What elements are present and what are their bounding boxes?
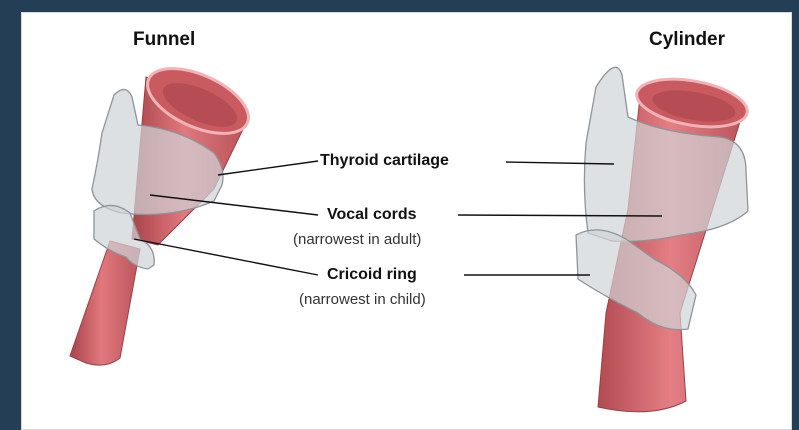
diagram-panel: Funnel Cylinder Thyroid cartilage Vocal … (21, 12, 792, 430)
leader-vocal-right (458, 215, 662, 216)
funnel-larynx (70, 55, 258, 365)
label-vocal-cords: Vocal cords (327, 206, 417, 224)
note-vocal-cords: (narrowest in adult) (293, 231, 421, 248)
label-thyroid-cartilage: Thyroid cartilage (320, 152, 449, 170)
heading-funnel: Funnel (133, 29, 195, 51)
label-cricoid-ring: Cricoid ring (327, 266, 417, 284)
note-cricoid-ring: (narrowest in child) (299, 291, 426, 308)
cylinder-larynx (576, 67, 751, 411)
leader-thyroid-left (218, 161, 318, 175)
heading-cylinder: Cylinder (649, 29, 725, 51)
leader-cricoid-left (134, 239, 318, 275)
